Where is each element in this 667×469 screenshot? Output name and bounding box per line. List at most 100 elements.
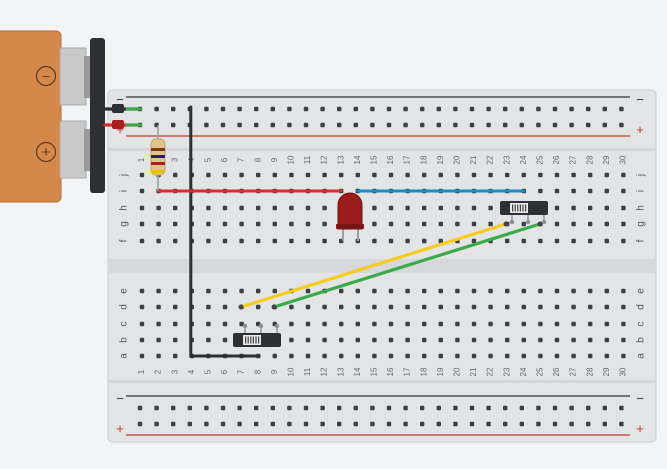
rail-hole[interactable] — [602, 405, 607, 411]
rail-hole[interactable] — [204, 421, 209, 427]
breadboard-hole[interactable] — [322, 238, 327, 244]
rail-hole[interactable] — [204, 405, 209, 411]
breadboard-hole[interactable] — [422, 353, 427, 359]
breadboard-hole[interactable] — [256, 205, 261, 211]
breadboard-hole[interactable] — [538, 172, 543, 178]
rail-hole[interactable] — [237, 405, 242, 411]
wire-green[interactable] — [272, 222, 542, 309]
breadboard-hole[interactable] — [571, 353, 576, 359]
breadboard-hole[interactable] — [256, 238, 261, 244]
rail-hole[interactable] — [270, 421, 275, 427]
rail-hole[interactable] — [171, 122, 176, 128]
rail-hole[interactable] — [353, 122, 358, 128]
breadboard-hole[interactable] — [256, 172, 261, 178]
rail-hole[interactable] — [503, 421, 508, 427]
breadboard-hole[interactable] — [372, 304, 377, 310]
breadboard-hole[interactable] — [305, 321, 311, 327]
breadboard-hole[interactable] — [438, 172, 443, 178]
rail-hole[interactable] — [270, 122, 275, 128]
breadboard-hole[interactable] — [388, 337, 394, 343]
breadboard-hole[interactable] — [455, 205, 460, 211]
breadboard-hole[interactable] — [222, 221, 228, 227]
breadboard-hole[interactable] — [471, 337, 477, 343]
breadboard-hole[interactable] — [173, 205, 178, 211]
breadboard-hole[interactable] — [505, 238, 510, 244]
rail-hole[interactable] — [353, 106, 358, 112]
rail-hole[interactable] — [552, 122, 558, 128]
breadboard-hole[interactable] — [604, 221, 609, 227]
rail-hole[interactable] — [337, 405, 342, 411]
rail-hole[interactable] — [370, 421, 375, 427]
breadboard-hole[interactable] — [471, 205, 477, 211]
breadboard-hole[interactable] — [355, 337, 360, 343]
breadboard-hole[interactable] — [322, 321, 327, 327]
rail-hole[interactable] — [386, 405, 392, 411]
rail-hole[interactable] — [386, 421, 392, 427]
breadboard-hole[interactable] — [438, 205, 443, 211]
breadboard-hole[interactable] — [621, 337, 626, 343]
breadboard-hole[interactable] — [355, 321, 360, 327]
breadboard-hole[interactable] — [372, 172, 377, 178]
rail-hole[interactable] — [552, 405, 558, 411]
breadboard-hole[interactable] — [256, 304, 261, 310]
breadboard-hole[interactable] — [372, 353, 377, 359]
breadboard-hole[interactable] — [455, 221, 460, 227]
rail-hole[interactable] — [386, 122, 392, 128]
breadboard-hole[interactable] — [156, 353, 161, 359]
breadboard-hole[interactable] — [139, 304, 145, 310]
breadboard-hole[interactable] — [554, 238, 560, 244]
breadboard-hole[interactable] — [588, 337, 593, 343]
breadboard-hole[interactable] — [256, 288, 261, 294]
rail-hole[interactable] — [619, 106, 624, 112]
breadboard-hole[interactable] — [488, 221, 493, 227]
breadboard-hole[interactable] — [438, 238, 443, 244]
breadboard-hole[interactable] — [621, 288, 626, 294]
rail-hole[interactable] — [503, 122, 508, 128]
breadboard-hole[interactable] — [588, 288, 593, 294]
breadboard-hole[interactable] — [422, 288, 427, 294]
breadboard-hole[interactable] — [339, 337, 344, 343]
breadboard-hole[interactable] — [422, 221, 427, 227]
rail-hole[interactable] — [320, 405, 325, 411]
breadboard-hole[interactable] — [206, 288, 211, 294]
breadboard-hole[interactable] — [604, 188, 609, 194]
rail-hole[interactable] — [586, 421, 591, 427]
rail-hole[interactable] — [519, 421, 524, 427]
rail-hole[interactable] — [403, 405, 408, 411]
breadboard-hole[interactable] — [621, 304, 626, 310]
rail-hole[interactable] — [137, 405, 143, 411]
rail-hole[interactable] — [403, 122, 408, 128]
breadboard-hole[interactable] — [554, 321, 560, 327]
breadboard-hole[interactable] — [206, 172, 211, 178]
breadboard-hole[interactable] — [339, 288, 344, 294]
breadboard-hole[interactable] — [156, 321, 161, 327]
breadboard-hole[interactable] — [621, 221, 626, 227]
breadboard-hole[interactable] — [554, 188, 560, 194]
rail-hole[interactable] — [353, 421, 358, 427]
breadboard-hole[interactable] — [571, 221, 576, 227]
rail-hole[interactable] — [403, 421, 408, 427]
breadboard-hole[interactable] — [289, 353, 294, 359]
breadboard-hole[interactable] — [139, 288, 145, 294]
breadboard-hole[interactable] — [305, 288, 311, 294]
rail-hole[interactable] — [453, 421, 458, 427]
breadboard-hole[interactable] — [538, 321, 543, 327]
breadboard-hole[interactable] — [571, 172, 576, 178]
breadboard-hole[interactable] — [206, 221, 211, 227]
switch-slider[interactable] — [510, 203, 528, 213]
breadboard-hole[interactable] — [422, 205, 427, 211]
breadboard-hole[interactable] — [405, 205, 410, 211]
breadboard-hole[interactable] — [604, 288, 609, 294]
breadboard-hole[interactable] — [305, 304, 311, 310]
breadboard-hole[interactable] — [156, 221, 161, 227]
rail-hole[interactable] — [303, 405, 309, 411]
breadboard-hole[interactable] — [206, 337, 211, 343]
rail-hole[interactable] — [469, 106, 475, 112]
breadboard-hole[interactable] — [222, 304, 228, 310]
breadboard-hole[interactable] — [339, 172, 344, 178]
breadboard-hole[interactable] — [471, 353, 477, 359]
breadboard-hole[interactable] — [521, 238, 526, 244]
breadboard-hole[interactable] — [239, 238, 244, 244]
breadboard-hole[interactable] — [289, 172, 294, 178]
